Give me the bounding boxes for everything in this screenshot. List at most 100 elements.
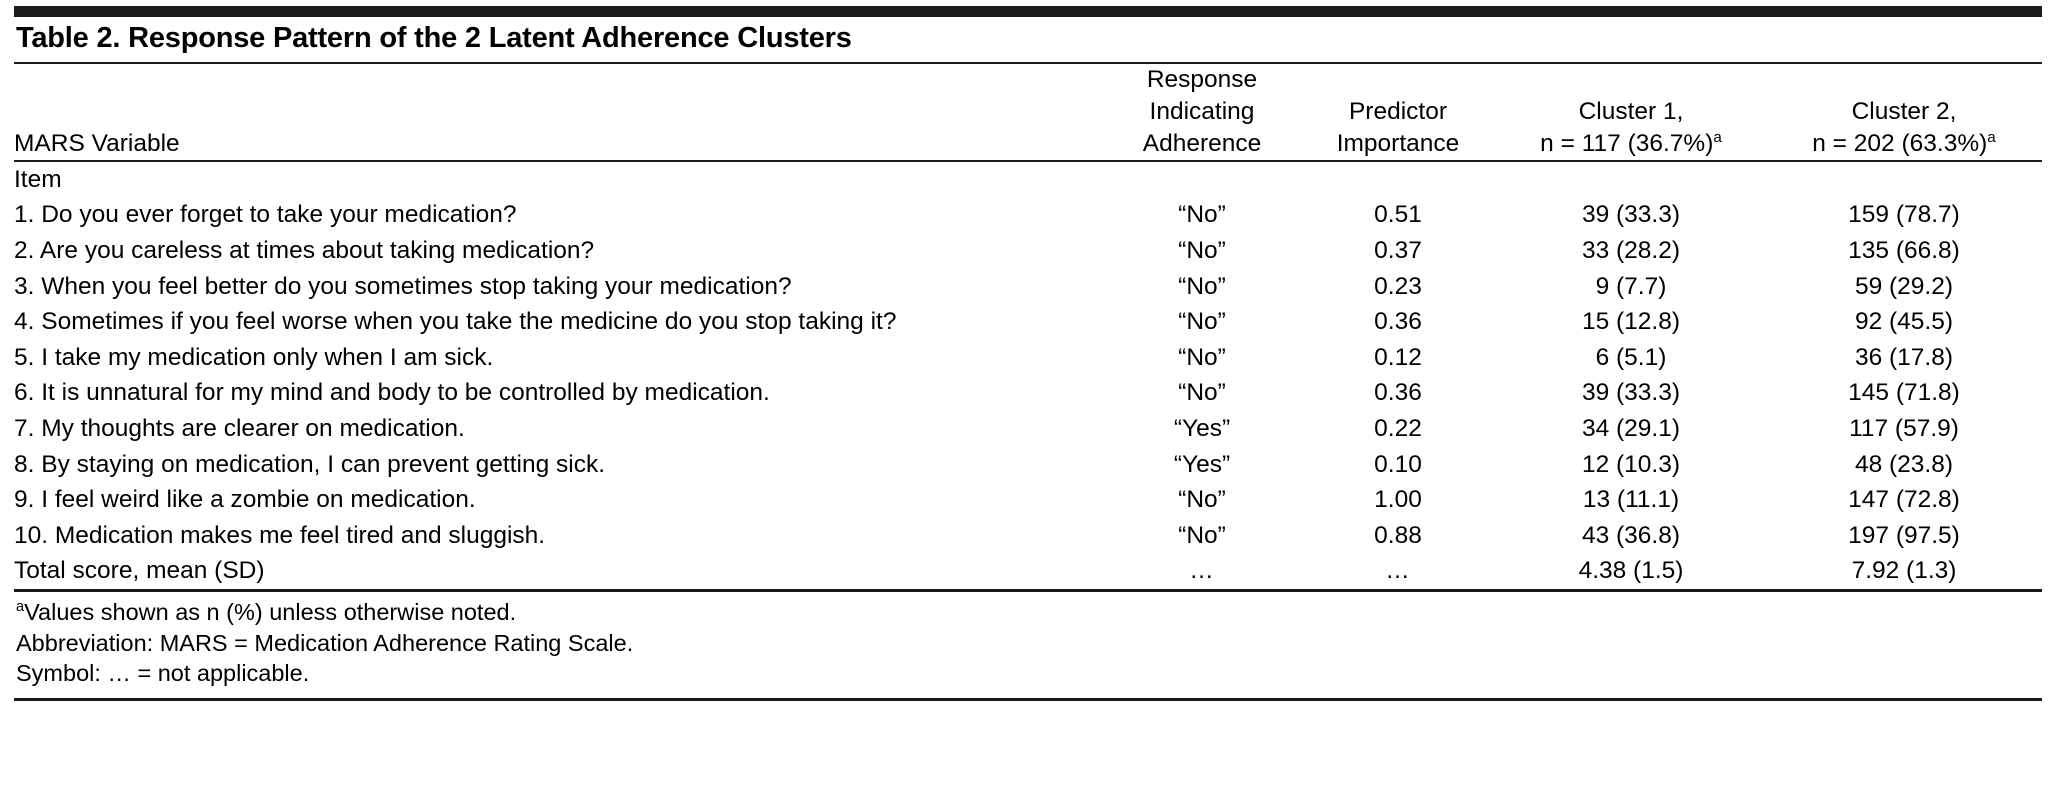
row-predictor-importance: 0.22 — [1374, 415, 1422, 443]
header-cluster1-footnote-marker: a — [1713, 128, 1722, 146]
table-header: MARS Variable Response Indicating Adhere… — [14, 64, 2042, 160]
row-cluster1-value: 43 (36.8) — [1581, 521, 1681, 549]
header-predictor-importance: Predictor Importance — [1300, 64, 1496, 160]
total-row-response: … — [1189, 557, 1215, 585]
header-response-line2: Indicating — [1149, 97, 1255, 125]
section-header-row: Item — [14, 162, 2042, 198]
row-predictor-importance: 0.51 — [1374, 201, 1422, 229]
table-row: 9. I feel weird like a zombie on medicat… — [14, 482, 2042, 518]
header-cluster-2: Cluster 2, n = 202 (63.3%)a — [1766, 64, 2042, 160]
row-item-label: 1. Do you ever forget to take your medic… — [14, 201, 517, 229]
footnote-text: Values shown as n (%) unless otherwise n… — [24, 599, 517, 626]
page-title: Table 2. Response Pattern of the 2 Laten… — [16, 22, 852, 54]
table-row: 2. Are you careless at times about takin… — [14, 233, 2042, 269]
header-predictor-line1: Predictor — [1348, 97, 1448, 125]
footnote-text: Symbol: … = not applicable. — [16, 660, 310, 687]
footnote-text: Abbreviation: MARS = Medication Adherenc… — [16, 629, 634, 656]
row-predictor-importance: 1.00 — [1374, 486, 1422, 514]
header-response-line3: Adherence — [1142, 129, 1262, 157]
row-response: “No” — [1178, 237, 1226, 265]
table-row: 4. Sometimes if you feel worse when you … — [14, 304, 2042, 340]
row-response: “No” — [1178, 486, 1226, 514]
row-response: “Yes” — [1173, 415, 1231, 443]
bottom-rule — [14, 697, 2042, 701]
total-row-cluster2-value: 7.92 (1.3) — [1851, 557, 1957, 585]
total-row-cluster1-value: 4.38 (1.5) — [1578, 557, 1684, 585]
row-cluster2-value: 147 (72.8) — [1848, 486, 1960, 514]
row-item-label: 5. I take my medication only when I am s… — [14, 343, 494, 371]
response-pattern-table: MARS Variable Response Indicating Adhere… — [14, 64, 2042, 160]
header-cluster2-line1: Cluster 2, — [1851, 97, 1957, 125]
row-response: “No” — [1178, 343, 1226, 371]
row-predictor-importance: 0.36 — [1374, 308, 1422, 336]
row-response: “Yes” — [1173, 450, 1231, 478]
row-response: “No” — [1178, 379, 1226, 407]
header-mars-variable: MARS Variable — [14, 64, 1104, 160]
row-cluster1-value: 12 (10.3) — [1581, 450, 1681, 478]
header-cluster1-line2: n = 117 (36.7%) — [1540, 129, 1714, 157]
row-response: “No” — [1178, 308, 1226, 336]
row-response: “No” — [1178, 201, 1226, 229]
table-row: 1. Do you ever forget to take your medic… — [14, 197, 2042, 233]
row-item-label: 6. It is unnatural for my mind and body … — [14, 379, 770, 407]
row-cluster2-value: 117 (57.9) — [1849, 415, 1959, 443]
row-predictor-importance: 0.88 — [1374, 521, 1422, 549]
header-cluster-1: Cluster 1, n = 117 (36.7%)a — [1496, 64, 1766, 160]
header-response-indicating-adherence: Response Indicating Adherence — [1104, 64, 1300, 160]
row-cluster2-value: 135 (66.8) — [1848, 237, 1960, 265]
table-row: 7. My thoughts are clearer on medication… — [14, 411, 2042, 447]
row-predictor-importance: 0.10 — [1374, 450, 1422, 478]
table-row: 10. Medication makes me feel tired and s… — [14, 518, 2042, 554]
row-predictor-importance: 0.23 — [1374, 272, 1422, 300]
table-row: 5. I take my medication only when I am s… — [14, 340, 2042, 376]
row-cluster1-value: 6 (5.1) — [1595, 343, 1667, 371]
table-row: 8. By staying on medication, I can preve… — [14, 447, 2042, 483]
row-cluster1-value: 39 (33.3) — [1581, 379, 1681, 407]
footnote-marker: a — [16, 599, 25, 616]
body-bottom-rule — [14, 589, 2042, 593]
total-score-row: Total score, mean (SD) … … 4.38 (1.5) 7.… — [14, 553, 2042, 589]
row-item-label: 4. Sometimes if you feel worse when you … — [14, 308, 897, 336]
top-rule — [14, 6, 2042, 17]
header-row: MARS Variable Response Indicating Adhere… — [14, 64, 2042, 160]
footnote-item: Abbreviation: MARS = Medication Adherenc… — [16, 628, 2040, 659]
total-row-label: Total score, mean (SD) — [14, 557, 265, 585]
footnote-item: aValues shown as n (%) unless otherwise … — [16, 597, 2040, 628]
row-predictor-importance: 0.36 — [1374, 379, 1422, 407]
row-predictor-importance: 0.37 — [1374, 237, 1422, 265]
row-cluster2-value: 92 (45.5) — [1854, 308, 1954, 336]
table-row: 3. When you feel better do you sometimes… — [14, 269, 2042, 305]
row-cluster2-value: 159 (78.7) — [1848, 201, 1960, 229]
row-cluster1-value: 15 (12.8) — [1581, 308, 1681, 336]
row-cluster2-value: 145 (71.8) — [1848, 379, 1960, 407]
row-cluster1-value: 9 (7.7) — [1595, 272, 1667, 300]
row-item-label: 9. I feel weird like a zombie on medicat… — [14, 486, 476, 514]
section-label-item: Item — [14, 165, 62, 193]
row-cluster1-value: 34 (29.1) — [1581, 415, 1681, 443]
row-item-label: 8. By staying on medication, I can preve… — [14, 450, 606, 478]
footnotes-block: aValues shown as n (%) unless otherwise … — [14, 592, 2042, 689]
row-cluster1-value: 33 (28.2) — [1581, 237, 1681, 265]
total-row-predictor: … — [1385, 557, 1411, 585]
header-bottom-rule — [14, 159, 2042, 162]
footnote-item: Symbol: … = not applicable. — [16, 658, 2040, 689]
row-item-label: 7. My thoughts are clearer on medication… — [14, 415, 465, 443]
row-cluster2-value: 36 (17.8) — [1854, 343, 1954, 371]
row-predictor-importance: 0.12 — [1374, 343, 1422, 371]
table-row: 6. It is unnatural for my mind and body … — [14, 375, 2042, 411]
header-cluster2-line2: n = 202 (63.3%) — [1812, 129, 1988, 157]
table-body: Item 1. Do you ever forget to take your … — [14, 162, 2042, 589]
row-response: “No” — [1178, 272, 1226, 300]
header-cluster2-footnote-marker: a — [1987, 128, 1996, 146]
response-pattern-table-body: Item 1. Do you ever forget to take your … — [14, 162, 2042, 589]
row-cluster1-value: 39 (33.3) — [1581, 201, 1681, 229]
table-figure: Table 2. Response Pattern of the 2 Laten… — [0, 6, 2056, 790]
row-response: “No” — [1178, 521, 1226, 549]
row-item-label: 3. When you feel better do you sometimes… — [14, 272, 792, 300]
row-cluster2-value: 59 (29.2) — [1854, 272, 1954, 300]
header-mars-variable-label: MARS Variable — [14, 129, 180, 157]
row-item-label: 2. Are you careless at times about takin… — [14, 237, 595, 265]
header-response-line1: Response — [1146, 65, 1258, 93]
row-item-label: 10. Medication makes me feel tired and s… — [14, 521, 546, 549]
row-cluster2-value: 48 (23.8) — [1854, 450, 1954, 478]
